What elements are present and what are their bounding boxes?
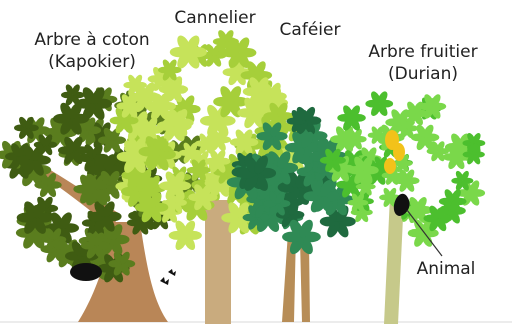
label-cafeier: Caféier xyxy=(270,20,350,41)
cannelier-leaf xyxy=(169,219,202,252)
durian-leaf xyxy=(365,90,393,118)
label-kapokier-line1: Arbre à coton xyxy=(22,30,162,51)
label-animal: Animal xyxy=(408,259,484,280)
label-kapokier-line2: (Kapokier) xyxy=(22,52,162,73)
label-durian-line1: Arbre fruitier xyxy=(348,42,498,63)
label-durian-line2: (Durian) xyxy=(348,64,498,85)
kapokier-animal xyxy=(70,263,102,281)
butterflies xyxy=(160,269,176,285)
label-cannelier: Cannelier xyxy=(160,8,270,29)
